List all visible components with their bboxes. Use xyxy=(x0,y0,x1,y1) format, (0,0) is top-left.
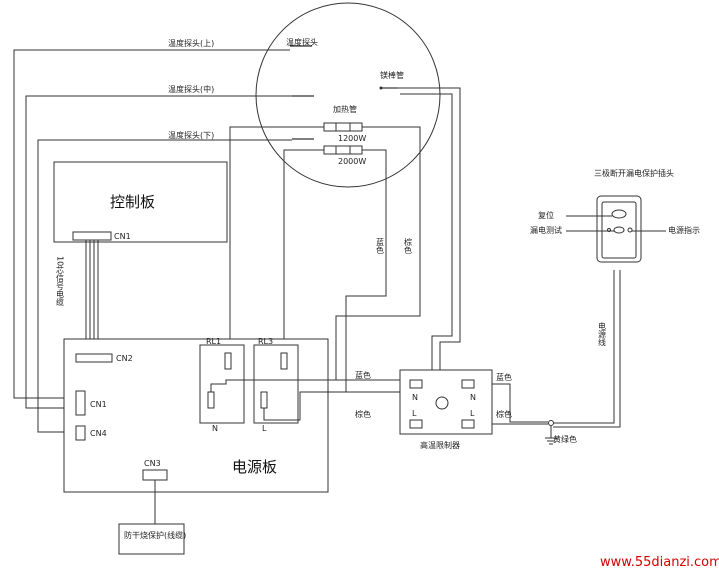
relay-rl3 xyxy=(253,344,299,424)
power-board-cn2-label: CN2 xyxy=(116,354,133,363)
power-cord-label: 电源线 xyxy=(598,321,607,346)
wire-brown-left-label: 棕色 xyxy=(355,409,371,419)
control-board-cn1-label: CN1 xyxy=(114,232,131,241)
heater-1200w-element xyxy=(323,122,363,132)
thermal-limiter-title: 高温限制器 xyxy=(420,440,460,450)
limiter-l-right: L xyxy=(470,409,475,418)
magnesium-rod-terminal xyxy=(379,86,383,90)
wire-blue-left-label: 蓝色 xyxy=(355,370,371,380)
wire-heater-right-bottom xyxy=(345,149,387,392)
wire-brown-vertical-label: 棕色 xyxy=(404,237,413,254)
wire-power-cord xyxy=(553,270,615,424)
probe-inner-label: 温度探头 xyxy=(286,37,318,47)
wire-ground-label: 黄绿色 xyxy=(553,434,577,444)
relay-rl3-terminal-l: L xyxy=(262,424,267,433)
plug-title: 三极断开漏电保护插头 xyxy=(594,168,674,178)
relay-rl1-label: RL1 xyxy=(206,337,221,346)
wire-blue-vertical-label: 蓝色 xyxy=(376,237,385,254)
control-board-cn1-connector xyxy=(72,231,112,241)
power-board-cn3-label: CN3 xyxy=(144,459,161,468)
signal-cable-label: 10芯信号电缆 xyxy=(56,256,65,307)
wire-blue-right-label: 蓝色 xyxy=(496,372,512,382)
heater-1200w-label: 1200W xyxy=(338,134,366,143)
relay-rl1-terminal-n: N xyxy=(212,424,218,433)
probe-bottom-label: 温度探头(下) xyxy=(168,130,214,140)
water-tank-outline xyxy=(255,2,441,188)
wire-relay-link xyxy=(210,379,400,392)
heater-2000w-label: 2000W xyxy=(338,157,366,166)
leakage-test-button xyxy=(613,226,625,234)
power-board-cn1-connector xyxy=(75,390,86,416)
probe-mid-label: 温度探头(中) xyxy=(168,84,214,94)
limiter-n-right: N xyxy=(470,393,476,402)
reset-button xyxy=(611,209,627,219)
leakage-protection-plug xyxy=(596,195,642,263)
power-board-cn2-connector xyxy=(75,353,113,363)
wire-limiter-out xyxy=(492,383,548,423)
watermark: www.55dianzi.com xyxy=(600,555,719,570)
anti-dry-protection-box xyxy=(118,523,185,555)
limiter-l-left: L xyxy=(412,409,417,418)
plug-reset-label: 复位 xyxy=(538,210,554,220)
plug-power-indicator-label: 电源指示 xyxy=(668,225,700,235)
wire-heater-right-top xyxy=(335,126,421,380)
wire-magnesium-rod-2 xyxy=(400,93,453,370)
wire-relay-l xyxy=(263,391,400,421)
thermal-limiter-sensor xyxy=(435,396,449,410)
wire-heater-left-top xyxy=(229,126,324,345)
heater-2000w-element xyxy=(323,145,363,155)
control-board-title: 控制板 xyxy=(110,193,155,211)
power-board-title: 电源板 xyxy=(232,458,277,476)
wire-magnesium-rod xyxy=(398,87,461,370)
power-board-cn1-label: CN1 xyxy=(90,400,107,409)
wire-probe-bottom xyxy=(37,139,292,433)
relay-rl3-label: RL3 xyxy=(258,337,273,346)
wire-brown-right-label: 棕色 xyxy=(496,409,512,419)
power-indicator-light xyxy=(627,227,633,233)
plug-leakage-test-label: 漏电测试 xyxy=(530,225,562,235)
control-board xyxy=(53,161,228,243)
power-board-cn3-connector xyxy=(142,469,168,481)
cord-junction xyxy=(548,420,554,426)
anti-dry-protection-label: 防干烧保护(线缆) xyxy=(124,530,186,540)
magnesium-rod-label: 镁棒管 xyxy=(380,70,404,80)
power-board-cn4-connector xyxy=(75,425,86,441)
probe-top-label: 温度探头(上) xyxy=(168,38,214,48)
heating-tube-label: 加热管 xyxy=(333,104,357,114)
wire-probe-top xyxy=(13,49,290,399)
power-board-cn4-label: CN4 xyxy=(90,429,107,438)
limiter-n-left: N xyxy=(412,393,418,402)
wire-heater-left-bottom xyxy=(283,149,324,345)
wire-probe-mid xyxy=(25,95,292,409)
